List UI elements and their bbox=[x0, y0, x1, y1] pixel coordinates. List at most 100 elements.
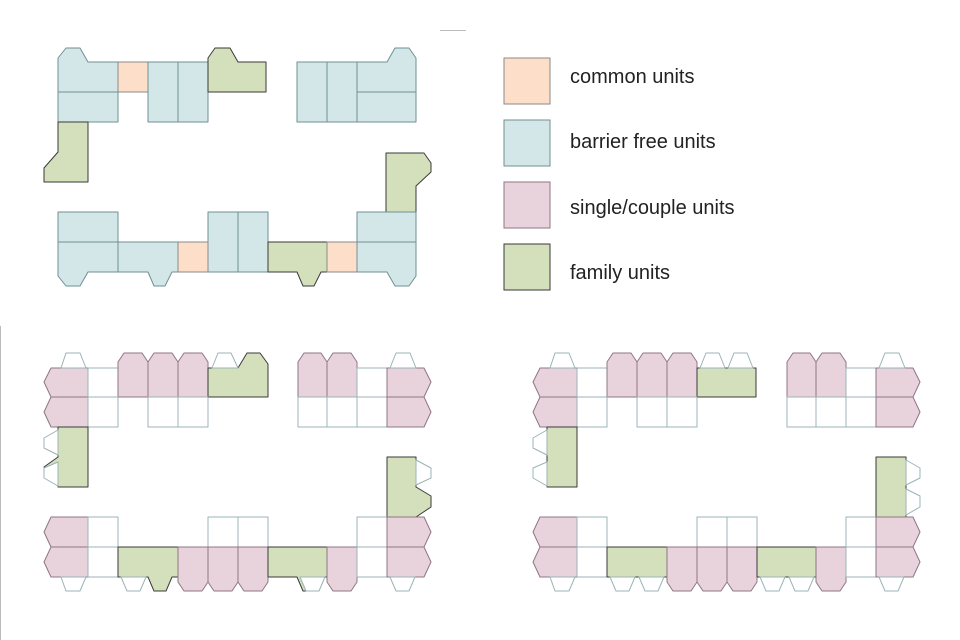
barrier-free-unit bbox=[177, 61, 209, 123]
barrier-free-unit bbox=[147, 61, 179, 123]
single-couple-unit bbox=[386, 546, 432, 578]
family-unit bbox=[207, 352, 269, 398]
family-unit bbox=[267, 241, 328, 287]
common-unit bbox=[117, 61, 149, 93]
legend-label-single-couple: single/couple units bbox=[570, 197, 735, 219]
plan-unit-types bbox=[43, 47, 432, 287]
single-couple-unit bbox=[815, 352, 847, 398]
legend-swatch-family bbox=[503, 243, 551, 291]
empty-unit bbox=[726, 516, 758, 548]
empty-unit-outline bbox=[878, 352, 906, 369]
empty-unit-outline bbox=[549, 576, 576, 592]
single-couple-unit bbox=[43, 516, 89, 548]
empty-unit bbox=[207, 516, 239, 548]
empty-unit bbox=[356, 367, 388, 398]
barrier-free-unit bbox=[57, 47, 119, 93]
empty-unit-outline bbox=[299, 576, 326, 592]
empty-unit bbox=[845, 516, 877, 548]
single-couple-unit bbox=[386, 367, 432, 398]
single-couple-unit bbox=[117, 352, 149, 398]
empty-unit bbox=[147, 396, 179, 428]
barrier-free-unit bbox=[356, 211, 417, 243]
single-couple-unit bbox=[147, 352, 179, 398]
legend-swatch-common bbox=[503, 57, 551, 105]
plan-variant-b bbox=[532, 352, 921, 592]
barrier-free-unit bbox=[296, 61, 328, 123]
barrier-free-unit bbox=[237, 211, 269, 273]
empty-unit bbox=[576, 396, 608, 428]
family-unit bbox=[385, 152, 432, 213]
empty-unit bbox=[326, 396, 358, 428]
single-couple-unit bbox=[43, 367, 89, 398]
single-couple-unit bbox=[726, 546, 758, 592]
empty-unit-outline bbox=[905, 459, 921, 486]
single-couple-unit bbox=[875, 396, 921, 428]
legend-swatch-barrier-free bbox=[503, 119, 551, 167]
barrier-free-unit bbox=[356, 91, 417, 123]
empty-unit bbox=[666, 396, 698, 428]
empty-unit-outline bbox=[532, 461, 548, 487]
single-couple-unit bbox=[326, 352, 358, 398]
empty-unit bbox=[356, 396, 388, 428]
single-couple-unit bbox=[207, 546, 239, 592]
empty-unit bbox=[576, 546, 608, 578]
empty-unit-outline bbox=[699, 352, 726, 369]
family-unit bbox=[546, 426, 578, 488]
family-unit bbox=[207, 47, 267, 93]
empty-unit bbox=[87, 396, 119, 428]
legend-item-common: common units bbox=[503, 57, 695, 105]
single-couple-unit bbox=[666, 352, 698, 398]
barrier-free-unit bbox=[356, 241, 417, 287]
single-couple-unit bbox=[177, 352, 209, 398]
empty-unit-outline bbox=[43, 429, 59, 456]
empty-unit-outline bbox=[549, 352, 576, 369]
empty-unit-outline bbox=[609, 576, 636, 592]
empty-unit-outline bbox=[759, 576, 786, 592]
empty-unit bbox=[237, 516, 269, 548]
family-unit bbox=[756, 546, 817, 578]
empty-unit-outline bbox=[389, 352, 417, 369]
empty-unit bbox=[297, 396, 328, 428]
empty-unit-outline bbox=[120, 576, 147, 592]
single-couple-unit bbox=[786, 352, 817, 398]
family-unit bbox=[875, 456, 907, 518]
barrier-free-unit bbox=[57, 211, 119, 243]
single-couple-unit bbox=[532, 367, 578, 398]
empty-unit bbox=[87, 546, 119, 578]
single-couple-unit bbox=[696, 546, 728, 592]
empty-unit-outline bbox=[638, 576, 665, 592]
empty-unit bbox=[815, 396, 847, 428]
barrier-free-unit bbox=[356, 47, 417, 93]
barrier-free-unit bbox=[326, 61, 358, 123]
empty-unit-outline bbox=[788, 576, 815, 592]
legend-item-family: family units bbox=[503, 243, 670, 291]
barrier-free-unit bbox=[57, 91, 119, 123]
empty-unit bbox=[177, 396, 209, 428]
family-unit bbox=[606, 546, 668, 578]
family-unit bbox=[696, 367, 757, 398]
empty-unit-outline bbox=[60, 352, 87, 369]
single-couple-unit bbox=[237, 546, 269, 592]
empty-unit-outline bbox=[60, 576, 87, 592]
single-couple-unit bbox=[386, 516, 432, 548]
empty-unit bbox=[845, 546, 877, 578]
empty-unit-outline bbox=[389, 576, 416, 592]
legend-swatch-single-couple bbox=[503, 181, 551, 229]
empty-unit bbox=[786, 396, 817, 428]
empty-unit-outline bbox=[43, 461, 59, 487]
single-couple-unit bbox=[875, 546, 921, 578]
empty-unit-outline bbox=[415, 459, 432, 486]
single-couple-unit bbox=[606, 352, 638, 398]
empty-unit bbox=[696, 516, 728, 548]
legend-label-barrier-free: barrier free units bbox=[570, 131, 716, 153]
single-couple-unit bbox=[532, 546, 578, 578]
single-couple-unit bbox=[636, 352, 668, 398]
single-couple-unit bbox=[815, 546, 847, 592]
single-couple-unit bbox=[666, 546, 698, 592]
plan-variant-a bbox=[43, 352, 432, 592]
family-unit bbox=[43, 121, 89, 183]
empty-unit bbox=[576, 516, 608, 548]
legend-label-common: common units bbox=[570, 66, 695, 88]
legend-item-single-couple: single/couple units bbox=[503, 181, 735, 229]
empty-unit bbox=[845, 367, 877, 398]
